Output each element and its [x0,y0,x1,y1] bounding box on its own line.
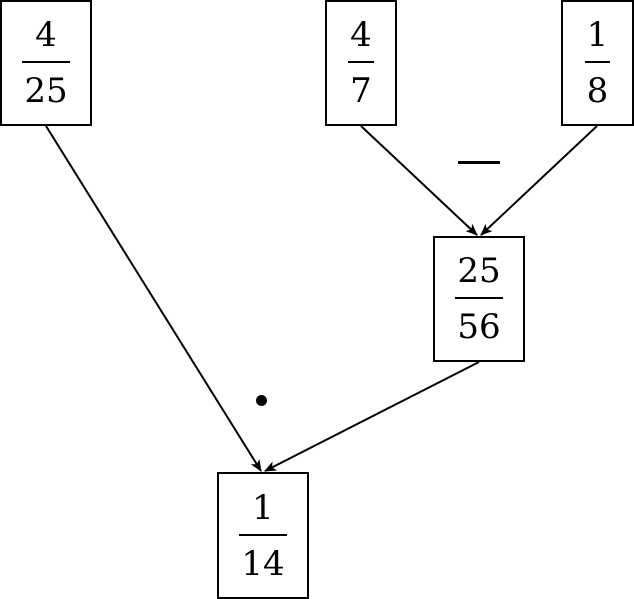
numerator: 25 [457,251,501,291]
numerator: 4 [350,15,372,55]
numerator: 1 [252,487,274,528]
denominator: 14 [241,543,285,584]
fraction-bar [239,533,287,536]
fraction: 4 25 [22,15,70,111]
fraction-bar [348,61,374,63]
denominator: 25 [24,71,68,111]
fraction: 4 7 [348,18,374,108]
denominator: 56 [457,307,501,347]
fraction-box-bottom: 1 14 [217,472,309,599]
denominator: 7 [350,71,372,111]
fraction-bar [584,61,611,63]
fraction: 1 8 [584,15,611,111]
denominator: 8 [586,71,609,111]
fraction-box-top-right: 1 8 [561,0,634,126]
fraction-bar [22,61,70,63]
fraction: 25 56 [455,251,503,347]
minus-operator-icon [458,161,500,164]
arrow-top-left-to-bottom [45,125,262,472]
arrow-middle-to-bottom [264,361,480,472]
numerator: 1 [586,15,609,55]
fraction: 1 14 [239,487,287,584]
fraction-box-middle: 25 56 [433,236,525,362]
arrow-top-middle-to-middle [360,125,478,236]
fraction-bar [455,297,503,299]
arrow-top-right-to-middle [480,125,598,236]
numerator: 4 [35,15,57,55]
fraction-box-top-left: 4 25 [0,0,92,126]
multiplication-dot-icon [256,395,267,406]
fraction-box-top-middle: 4 7 [325,0,397,126]
